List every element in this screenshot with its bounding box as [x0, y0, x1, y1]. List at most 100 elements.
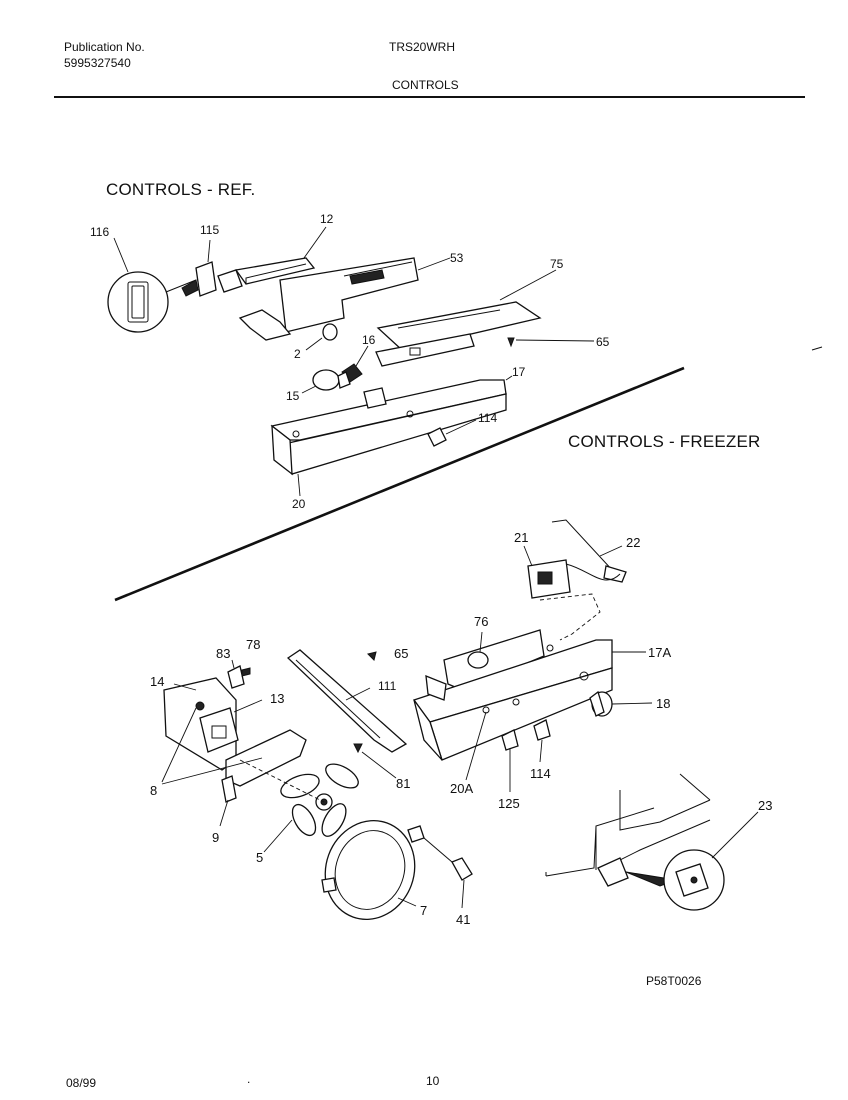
ref-controls-assembly [107, 226, 595, 497]
callout-125: 125 [498, 796, 520, 811]
callout-lead-81 [361, 751, 397, 779]
part-41-path [423, 837, 453, 863]
cabinet-outline [545, 807, 655, 877]
callout-8: 8 [150, 783, 157, 798]
callout-114-freezer: 114 [530, 766, 551, 781]
callout-lead-14 [173, 683, 197, 691]
callout-76: 76 [474, 614, 488, 629]
callout-lead-20 [297, 473, 301, 497]
part-17a-panel-end [413, 699, 443, 761]
callout-78: 78 [246, 637, 260, 652]
part-12-end-cap [217, 269, 243, 293]
part-22-clip [603, 565, 627, 583]
part-15-base [337, 371, 351, 389]
callout-lead-21 [523, 545, 533, 567]
part-65-freezer-screw [367, 651, 377, 661]
callout-16: 16 [362, 333, 376, 347]
callout-lead-41 [461, 879, 465, 909]
part-76-lamp [467, 651, 489, 669]
callout-2: 2 [294, 347, 301, 361]
part-15-bulb [312, 369, 340, 391]
part-21-wire [565, 563, 621, 581]
callout-lead-5 [263, 819, 293, 853]
part-111-bracket [286, 649, 408, 753]
part-2-knob [322, 323, 338, 341]
callout-lead-17 [505, 375, 513, 381]
callout-lead-15 [301, 385, 317, 394]
callout-18: 18 [656, 696, 670, 711]
model-number: TRS20WRH [389, 40, 456, 54]
part-12-edge [245, 263, 307, 284]
callout-lead-22 [599, 545, 623, 557]
part-23-sensor-dot [690, 876, 698, 884]
part-17a-hole-4 [546, 644, 554, 652]
callout-21: 21 [514, 530, 528, 545]
callout-lead-9 [219, 799, 229, 827]
page-number: 10 [426, 1074, 440, 1088]
part-83-clip [227, 665, 245, 689]
freezer-section-title: CONTROLS - FREEZER [568, 432, 761, 451]
part-17-lamp-holder [363, 387, 387, 409]
ref-section-title: CONTROLS - REF. [106, 180, 256, 199]
part-22-capillary [551, 519, 615, 573]
callout-13: 13 [270, 691, 284, 706]
callout-lead-114 [445, 419, 477, 435]
callout-lead-53 [417, 257, 451, 271]
part-18-shaft [589, 690, 605, 717]
part-13-grommet [195, 701, 205, 711]
callout-17a: 17A [648, 645, 671, 660]
callout-lead-116 [113, 237, 129, 273]
ref-callout-labels: 116 115 12 53 75 65 2 16 15 17 114 20 [90, 212, 610, 511]
publication-label: Publication No. [64, 40, 145, 54]
divider-tick [811, 346, 823, 351]
part-7-tab-top [407, 825, 425, 843]
callout-41: 41 [456, 912, 470, 927]
callout-lead-23 [711, 811, 759, 859]
callout-75: 75 [550, 257, 564, 271]
section-divider-line [114, 366, 685, 602]
part-17a-side-tab [425, 674, 447, 701]
callout-81: 81 [396, 776, 410, 791]
callout-15: 15 [286, 389, 300, 403]
part-17-hole-left [292, 430, 300, 438]
cabinet-corner [679, 773, 711, 801]
part-13-motor-body [211, 725, 227, 739]
part-7-shroud [324, 820, 416, 920]
callout-lead-7 [397, 897, 417, 907]
callout-116: 116 [90, 225, 109, 239]
part-78-screw [241, 667, 251, 677]
part-53-bracket-arm [238, 309, 292, 341]
callout-20: 20 [292, 497, 306, 511]
part-17a-hole-2 [512, 698, 520, 706]
page-section-title: CONTROLS [392, 78, 459, 92]
callout-lead-2 [305, 337, 323, 351]
callout-65: 65 [596, 335, 610, 349]
part-116-socket-inner [131, 285, 145, 319]
callout-lead-12 [303, 226, 327, 259]
part-7-tab-left [321, 877, 337, 893]
callout-lead-8a [161, 707, 197, 783]
part-115-bracket [195, 261, 217, 297]
freezer-callout-labels: 21 22 76 17A 83 78 65 14 13 111 18 8 81 … [150, 530, 772, 927]
callout-lead-75 [499, 269, 557, 301]
callout-lead-65 [515, 339, 595, 342]
callout-lead-8b [161, 757, 263, 785]
callout-lead-111 [345, 687, 371, 701]
part-5-fan-blade [280, 763, 359, 837]
shaft-alignment-dash [239, 759, 325, 803]
part-116-lamp-socket [127, 281, 149, 323]
callout-lead-114-freezer [539, 739, 543, 763]
footer-dot: . [247, 1072, 251, 1086]
callout-lead-76 [479, 631, 483, 653]
callout-lead-18 [611, 702, 653, 705]
part-17-panel-end [271, 424, 293, 476]
part-75-slot-line [397, 309, 501, 329]
callout-114: 114 [478, 411, 497, 425]
callout-14: 14 [150, 674, 164, 689]
part-23-mount [597, 857, 629, 887]
part-116-connector-line [165, 279, 197, 293]
part-75-slot [409, 347, 421, 356]
callout-5: 5 [256, 850, 263, 865]
part-21-dial [537, 571, 553, 585]
part-65-screw [507, 337, 515, 348]
